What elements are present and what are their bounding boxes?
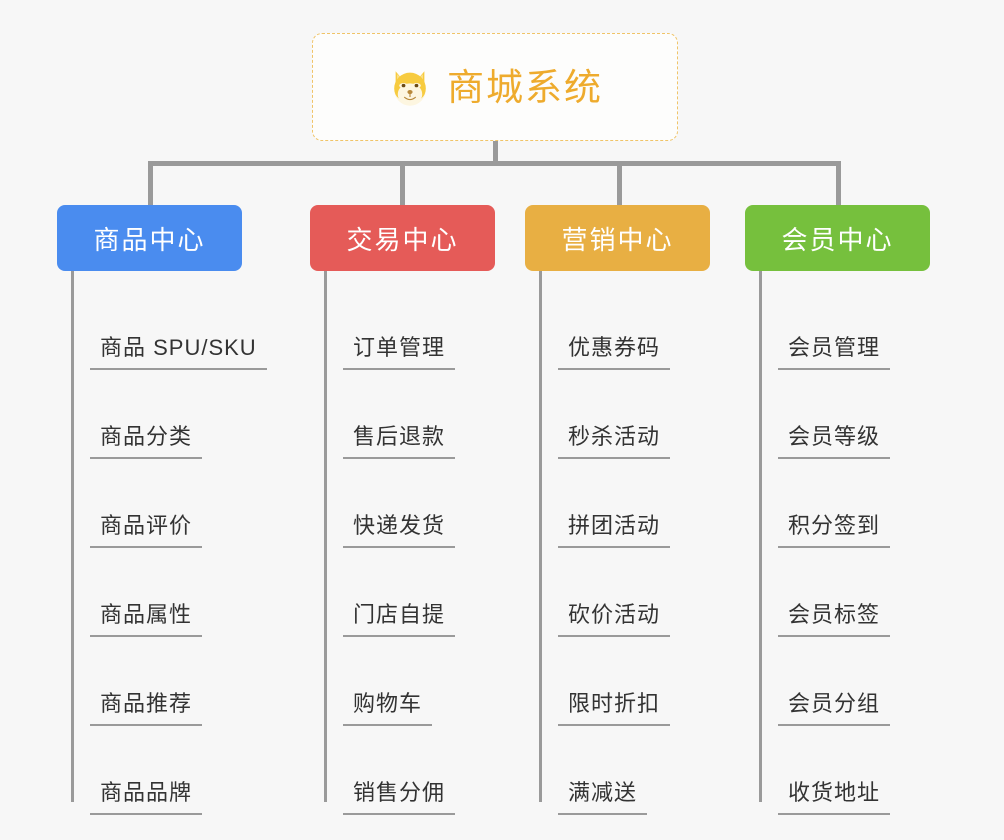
leaf-label: 商品推荐	[90, 690, 203, 726]
connector-bar	[148, 161, 840, 166]
leaf-label: 会员管理	[778, 334, 891, 370]
leaf-item[interactable]: 商品推荐	[72, 637, 307, 726]
leaf-item[interactable]: 收货地址	[760, 726, 975, 815]
branch-header-label: 营销中心	[561, 224, 674, 255]
leaf-item[interactable]: 秒杀活动	[540, 370, 755, 459]
branch-header-label: 商品中心	[93, 224, 206, 255]
branch-column-3: 营销中心 优惠券码 秒杀活动 拼团活动 砍价活动 限时折扣 满减送	[525, 205, 755, 815]
leaf-label: 商品分类	[90, 423, 203, 459]
shiba-dog-face-icon	[394, 71, 426, 106]
branch-leaf-list-4: 会员管理 会员等级 积分签到 会员标签 会员分组 收货地址	[745, 271, 975, 815]
leaf-label: 门店自提	[343, 601, 456, 637]
branch-header-4[interactable]: 会员中心	[745, 205, 930, 271]
leaf-label: 会员等级	[778, 423, 891, 459]
leaf-label: 会员分组	[778, 690, 891, 726]
branch-header-1[interactable]: 商品中心	[57, 205, 242, 271]
branch-leaf-list-3: 优惠券码 秒杀活动 拼团活动 砍价活动 限时折扣 满减送	[525, 271, 755, 815]
leaf-label: 快递发货	[343, 512, 456, 548]
branch-leaf-list-2: 订单管理 售后退款 快递发货 门店自提 购物车 销售分佣	[310, 271, 540, 815]
leaf-item[interactable]: 销售分佣	[325, 726, 540, 815]
leaf-label: 商品属性	[90, 601, 203, 637]
leaf-label: 购物车	[343, 690, 433, 726]
leaf-item[interactable]: 积分签到	[760, 459, 975, 548]
leaf-label: 满减送	[558, 779, 648, 815]
branch-header-3[interactable]: 营销中心	[525, 205, 710, 271]
leaf-item[interactable]: 优惠券码	[540, 281, 755, 370]
branch-leaf-list-1: 商品 SPU/SKU 商品分类 商品评价 商品属性 商品推荐 商品品牌	[57, 271, 307, 815]
branch-header-2[interactable]: 交易中心	[310, 205, 495, 271]
leaf-label: 商品 SPU/SKU	[90, 334, 267, 370]
leaf-label: 售后退款	[343, 423, 456, 459]
leaf-item[interactable]: 满减送	[540, 726, 755, 815]
leaf-item[interactable]: 商品评价	[72, 459, 307, 548]
leaf-item[interactable]: 拼团活动	[540, 459, 755, 548]
leaf-item[interactable]: 会员标签	[760, 548, 975, 637]
leaf-label: 秒杀活动	[558, 423, 671, 459]
root-node[interactable]: 商城系统	[312, 33, 678, 141]
leaf-label: 积分签到	[778, 512, 891, 548]
branch-column-2: 交易中心 订单管理 售后退款 快递发货 门店自提 购物车 销售分佣	[310, 205, 540, 815]
branch-header-label: 会员中心	[781, 224, 894, 255]
leaf-item[interactable]: 售后退款	[325, 370, 540, 459]
leaf-item[interactable]: 快递发货	[325, 459, 540, 548]
leaf-item[interactable]: 砍价活动	[540, 548, 755, 637]
branch-header-label: 交易中心	[346, 224, 459, 255]
leaf-label: 砍价活动	[558, 601, 671, 637]
leaf-label: 商品品牌	[90, 779, 203, 815]
leaf-label: 收货地址	[778, 779, 891, 815]
leaf-item[interactable]: 购物车	[325, 637, 540, 726]
leaf-item[interactable]: 会员分组	[760, 637, 975, 726]
leaf-item[interactable]: 商品属性	[72, 548, 307, 637]
connector-drop-1	[148, 161, 153, 208]
leaf-item[interactable]: 会员等级	[760, 370, 975, 459]
leaf-item[interactable]: 限时折扣	[540, 637, 755, 726]
leaf-label: 限时折扣	[558, 690, 671, 726]
connector-drop-2	[400, 161, 405, 208]
leaf-label: 订单管理	[343, 334, 456, 370]
leaf-label: 拼团活动	[558, 512, 671, 548]
leaf-item[interactable]: 订单管理	[325, 281, 540, 370]
connector-drop-3	[617, 161, 622, 208]
leaf-label: 会员标签	[778, 601, 891, 637]
leaf-item[interactable]: 商品分类	[72, 370, 307, 459]
connector-drop-4	[836, 161, 841, 208]
leaf-label: 商品评价	[90, 512, 203, 548]
leaf-item[interactable]: 会员管理	[760, 281, 975, 370]
leaf-label: 优惠券码	[558, 334, 671, 370]
connector-stem	[493, 141, 498, 165]
branch-column-1: 商品中心 商品 SPU/SKU 商品分类 商品评价 商品属性 商品推荐 商品品牌	[57, 205, 307, 815]
root-label: 商城系统	[447, 66, 603, 108]
leaf-label: 销售分佣	[343, 779, 456, 815]
leaf-item[interactable]: 商品 SPU/SKU	[72, 281, 307, 370]
leaf-item[interactable]: 门店自提	[325, 548, 540, 637]
leaf-item[interactable]: 商品品牌	[72, 726, 307, 815]
branch-column-4: 会员中心 会员管理 会员等级 积分签到 会员标签 会员分组 收货地址	[745, 205, 975, 815]
